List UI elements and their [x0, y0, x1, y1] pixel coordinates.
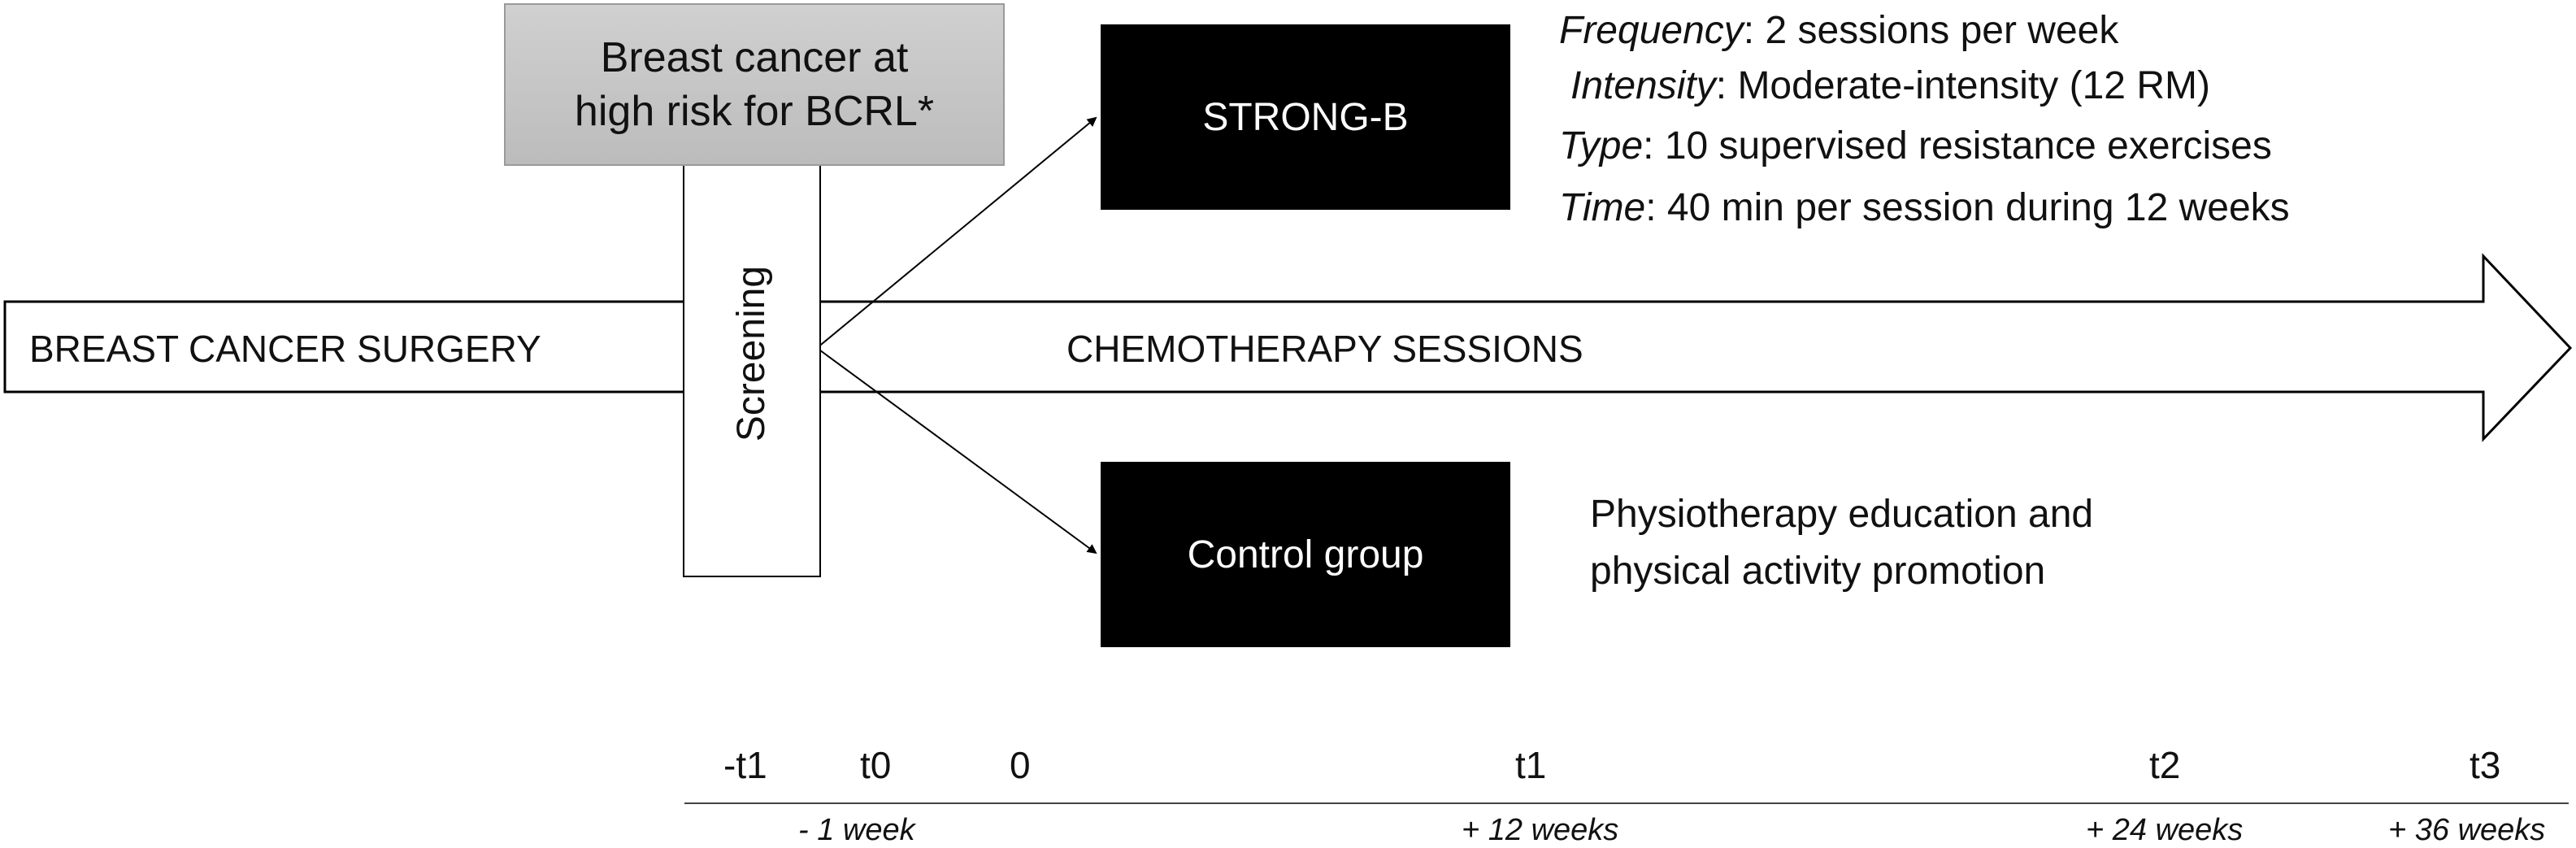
arrow-to-strong-b — [816, 116, 1097, 349]
week-plus-12: + 12 weeks — [1462, 813, 1619, 847]
time-value: : 40 min per session during 12 weeks — [1645, 186, 2290, 229]
frequency-key: Frequency — [1559, 9, 1744, 52]
tick-t2: t2 — [2149, 744, 2181, 786]
tick-t0: t0 — [860, 744, 892, 786]
intensity-key: Intensity — [1570, 64, 1716, 107]
chemotherapy-label: CHEMOTHERAPY SESSIONS — [1066, 328, 1583, 370]
week-minus-1: - 1 week — [798, 813, 915, 847]
tick-t1: t1 — [1515, 744, 1547, 786]
population-box: Breast cancer at high risk for BCRL* — [504, 3, 1005, 166]
fitt-time: Time: 40 min per session during 12 weeks — [1559, 184, 2290, 233]
type-key: Type — [1559, 124, 1644, 167]
frequency-value: : 2 sessions per week — [1743, 9, 2119, 52]
tick-t3: t3 — [2470, 744, 2501, 786]
week-plus-36: + 36 weeks — [2388, 813, 2546, 847]
time-key: Time — [1559, 186, 1646, 229]
week-plus-24: + 24 weeks — [2086, 813, 2244, 847]
arrow-to-control — [816, 347, 1097, 554]
tick-zero: 0 — [1010, 744, 1031, 786]
tick-minus-t1: -t1 — [723, 744, 767, 786]
control-line-2: physical activity promotion — [1590, 550, 2046, 593]
chemotherapy-arrow-shape — [3, 253, 2573, 442]
type-value: : 10 supervised resistance exercises — [1643, 124, 2272, 167]
control-description: Physiotherapy education and physical act… — [1590, 486, 2093, 600]
population-line-2: high risk for BCRL* — [574, 88, 935, 135]
population-line-1: Breast cancer at — [600, 34, 909, 81]
strong-b-box: STRONG-B — [1101, 24, 1510, 210]
screening-label: Screening — [730, 265, 773, 442]
control-group-box: Control group — [1101, 462, 1510, 647]
intensity-value: : Moderate-intensity (12 RM) — [1715, 64, 2210, 107]
control-line-1: Physiotherapy education and — [1590, 493, 2094, 536]
fitt-frequency: Frequency: 2 sessions per week — [1559, 7, 2118, 55]
fitt-intensity: Intensity: Moderate-intensity (12 RM) — [1570, 62, 2210, 111]
fitt-type: Type: 10 supervised resistance exercises — [1559, 122, 2272, 171]
surgery-label: BREAST CANCER SURGERY — [29, 328, 541, 370]
screening-box — [683, 163, 821, 577]
